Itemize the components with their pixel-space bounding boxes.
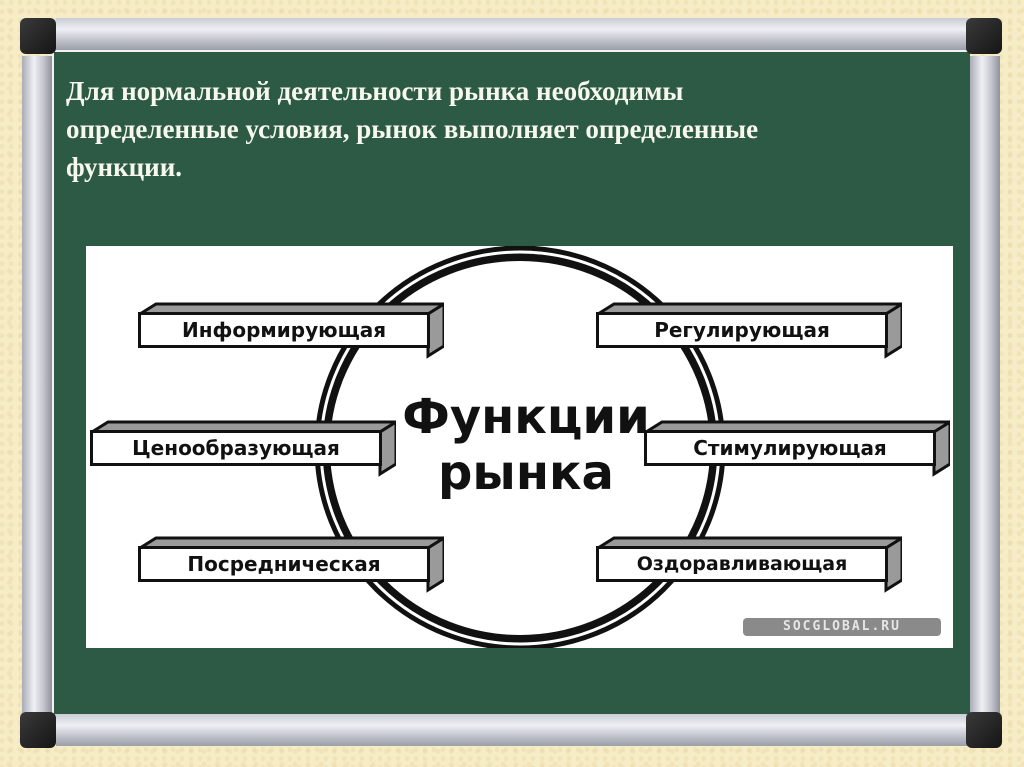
frame-corner-top-right [966, 18, 1002, 54]
function-label: Стимулирующая [644, 430, 936, 466]
function-label: Посредническая [138, 546, 430, 582]
frame-corner-top-left [20, 18, 56, 54]
frame-corner-bottom-right [966, 712, 1002, 748]
function-box-regulating: Регулирующая [596, 302, 902, 359]
frame-bottom-rail [56, 714, 970, 746]
center-title-line2: рынка [438, 445, 614, 501]
frame-left-rail [22, 56, 52, 714]
slide-heading: Для нормальной деятельности рынка необхо… [66, 76, 759, 182]
center-title: Функции рынка [396, 389, 656, 501]
function-box-stimulating: Стимулирующая [644, 420, 950, 477]
function-box-pricing: Ценообразующая [90, 420, 396, 477]
market-functions-diagram: Функции рынка Информирующая Регулирующая… [86, 246, 953, 648]
function-label: Информирующая [138, 312, 430, 348]
frame-corner-bottom-left [20, 712, 56, 748]
function-box-informing: Информирующая [138, 302, 444, 359]
frame-top-rail [56, 18, 970, 50]
function-box-sanitizing: Оздоравливающая [596, 536, 902, 593]
function-label: Оздоравливающая [596, 546, 888, 582]
watermark-logo: SOCGLOBAL.RU [743, 618, 941, 636]
function-label: Ценообразующая [90, 430, 382, 466]
frame-right-rail [970, 56, 1000, 714]
function-box-intermediary: Посредническая [138, 536, 444, 593]
function-label: Регулирующая [596, 312, 888, 348]
center-title-line1: Функции [402, 389, 650, 445]
